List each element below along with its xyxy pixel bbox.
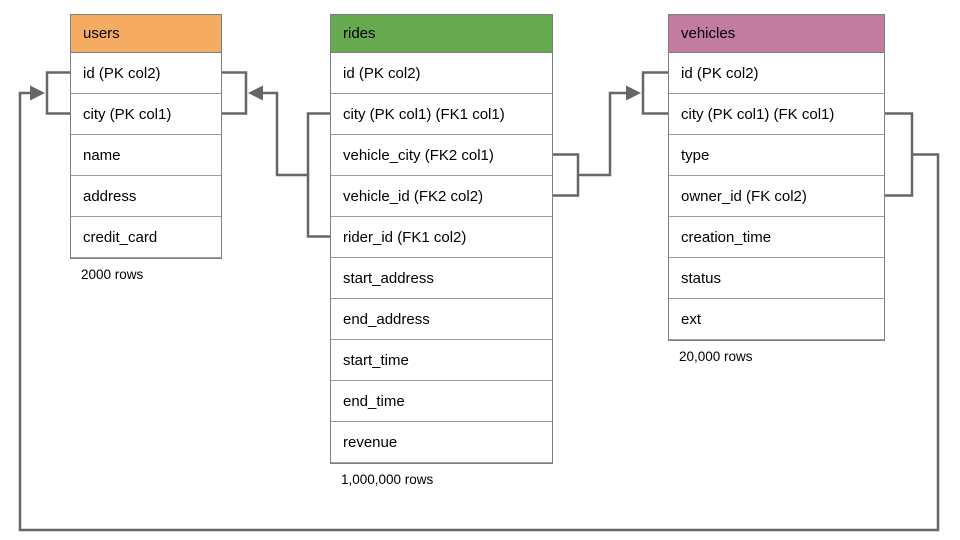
table-rides-column: vehicle_city (FK2 col1) [331, 135, 552, 176]
table-rides-rowcount: 1,000,000 rows [341, 472, 434, 487]
table-users-column: name [71, 135, 221, 176]
table-rides-header: rides [331, 15, 552, 53]
connector-bracket-rides-right [553, 153, 580, 197]
connector-bracket-rides-left [306, 112, 330, 238]
table-vehicles-column: ext [669, 299, 884, 340]
table-rides-column: end_time [331, 381, 552, 422]
connector-vehicles-to-users [18, 71, 940, 532]
table-vehicles-rowcount: 20,000 rows [679, 349, 753, 364]
table-users: users id (PK col2) city (PK col1) name a… [70, 14, 222, 282]
table-users-column: city (PK col1) [71, 94, 221, 135]
arrowhead-to-users-left [30, 85, 45, 101]
table-rides-column: start_time [331, 340, 552, 381]
table-users-column: credit_card [71, 217, 221, 258]
connector-path-vehicles-to-users [18, 91, 940, 532]
connector-bracket-vehicles-right [885, 112, 914, 197]
table-vehicles-column: owner_id (FK col2) [669, 176, 884, 217]
table-rides-column: end_address [331, 299, 552, 340]
table-vehicles-column: type [669, 135, 884, 176]
table-vehicles-column: city (PK col1) (FK col1) [669, 94, 884, 135]
table-vehicles-column: creation_time [669, 217, 884, 258]
arrowhead-to-users-right [248, 85, 263, 101]
connector-rides-to-vehicles [553, 71, 668, 197]
connector-path-rides-to-vehicles [578, 91, 636, 177]
table-rides-column: start_address [331, 258, 552, 299]
table-vehicles-column: status [669, 258, 884, 299]
arrowhead-to-vehicles-left [626, 85, 641, 101]
table-rides-column: rider_id (FK1 col2) [331, 217, 552, 258]
table-users-rowcount: 2000 rows [81, 267, 144, 282]
connector-bracket-vehicles-left [641, 71, 668, 115]
table-vehicles: vehicles id (PK col2) city (PK col1) (FK… [668, 14, 885, 364]
table-vehicles-header: vehicles [669, 15, 884, 53]
connector-rides-to-users [222, 71, 330, 238]
table-rides: rides id (PK col2) city (PK col1) (FK1 c… [330, 14, 553, 487]
table-users-column: id (PK col2) [71, 53, 221, 94]
connector-path-rides-to-users [252, 91, 308, 177]
connector-bracket-users-right [222, 71, 248, 115]
table-users-header: users [71, 15, 221, 53]
table-vehicles-column: id (PK col2) [669, 53, 884, 94]
table-users-column: address [71, 176, 221, 217]
table-rides-column: id (PK col2) [331, 53, 552, 94]
table-rides-column: revenue [331, 422, 552, 463]
table-rides-column: city (PK col1) (FK1 col1) [331, 94, 552, 135]
connector-bracket-users-left [45, 71, 70, 115]
table-rides-column: vehicle_id (FK2 col2) [331, 176, 552, 217]
